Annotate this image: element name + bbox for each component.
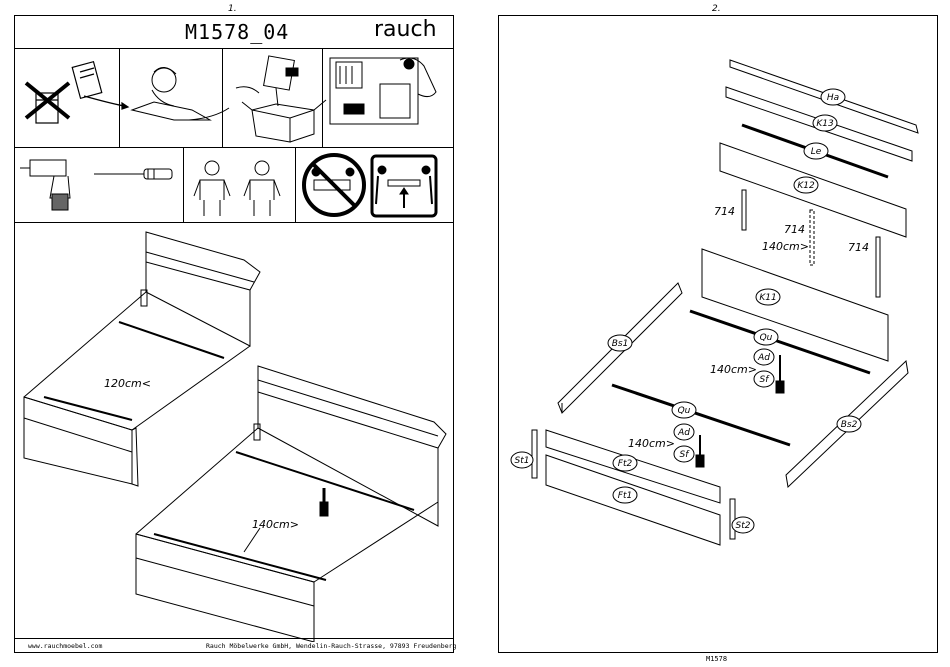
label-ad-top: Ad xyxy=(754,349,774,365)
footer-website: www.rauchmoebel.com xyxy=(28,642,102,650)
svg-text:St2: St2 xyxy=(736,521,751,531)
svg-text:Qu: Qu xyxy=(678,406,691,416)
svg-text:St1: St1 xyxy=(515,456,530,466)
large-bed-width-label: 140cm> xyxy=(252,518,299,531)
brand-logo: rauch xyxy=(374,17,437,42)
svg-text:Bs1: Bs1 xyxy=(612,339,629,349)
small-bed-width-label: 120cm< xyxy=(104,377,151,390)
svg-text:Le: Le xyxy=(811,147,822,157)
svg-text:Bs2: Bs2 xyxy=(841,420,858,430)
fitting-714 xyxy=(876,237,880,297)
open-box-icon xyxy=(236,56,326,142)
svg-text:Ad: Ad xyxy=(757,353,770,363)
model-number: M1578_04 xyxy=(185,20,289,44)
label-ft2: Ft2 xyxy=(613,455,637,471)
svg-text:Ha: Ha xyxy=(827,93,839,103)
label-st1: St1 xyxy=(511,452,533,468)
label-st2: St2 xyxy=(732,517,754,533)
assembled-beds-illustration: 120cm< 140cm> xyxy=(14,222,454,642)
footer-model: M1578 xyxy=(706,655,727,663)
fitting-714-label: 714 xyxy=(714,205,735,218)
label-ad-bottom: Ad xyxy=(674,424,694,440)
svg-text:K13: K13 xyxy=(816,119,834,129)
svg-text:K11: K11 xyxy=(759,293,776,303)
fitting-714-label: 714 xyxy=(848,241,869,254)
width-label: 140cm> xyxy=(762,240,809,253)
part-st1 xyxy=(532,430,537,478)
label-k13: K13 xyxy=(813,115,837,131)
lift-together-icon xyxy=(372,156,436,216)
label-k12: K12 xyxy=(794,177,818,193)
svg-text:Ft2: Ft2 xyxy=(618,459,633,469)
screwdriver-icon xyxy=(94,169,172,179)
label-sf-bottom: Sf xyxy=(674,446,694,462)
exploded-view-diagram: Ha K13 Le K12 K11 Qu Ad Sf Bs1 Qu Ad Sf … xyxy=(498,15,938,653)
reading-person-icon xyxy=(132,67,229,120)
width-label: 140cm> xyxy=(628,437,675,450)
drill-icon xyxy=(20,160,70,210)
part-st2 xyxy=(730,499,735,539)
divider xyxy=(14,638,454,639)
footer-address: Rauch Möbelwerke GmbH, Wendelin-Rauch-St… xyxy=(206,642,456,650)
svg-text:K12: K12 xyxy=(797,181,815,191)
label-bs2: Bs2 xyxy=(837,416,861,432)
label-qu-top: Qu xyxy=(754,329,778,345)
two-persons-icon xyxy=(194,161,280,216)
part-k11 xyxy=(702,249,888,361)
label-qu-bottom: Qu xyxy=(672,402,696,418)
svg-text:Ad: Ad xyxy=(677,428,690,438)
fitting-714 xyxy=(742,190,746,230)
fitting-714-label: 714 xyxy=(784,223,805,236)
checklist-hand-icon xyxy=(330,58,436,124)
instruction-icons xyxy=(14,48,454,222)
page-number-right: 2. xyxy=(712,4,721,14)
small-bed xyxy=(24,232,260,486)
label-ft1: Ft1 xyxy=(613,487,637,503)
label-bs1: Bs1 xyxy=(608,335,632,351)
no-discard-icon xyxy=(26,62,128,123)
svg-text:Qu: Qu xyxy=(760,333,773,343)
page-number-left: 1. xyxy=(228,4,237,14)
no-dragging-icon xyxy=(304,155,364,215)
svg-text:Ft1: Ft1 xyxy=(618,491,632,501)
large-bed xyxy=(136,366,446,642)
label-ha: Ha xyxy=(821,89,845,105)
fitting-714 xyxy=(810,210,814,265)
label-k11: K11 xyxy=(756,289,780,305)
width-label: 140cm> xyxy=(710,363,757,376)
label-le: Le xyxy=(804,143,828,159)
label-sf-top: Sf xyxy=(754,371,774,387)
